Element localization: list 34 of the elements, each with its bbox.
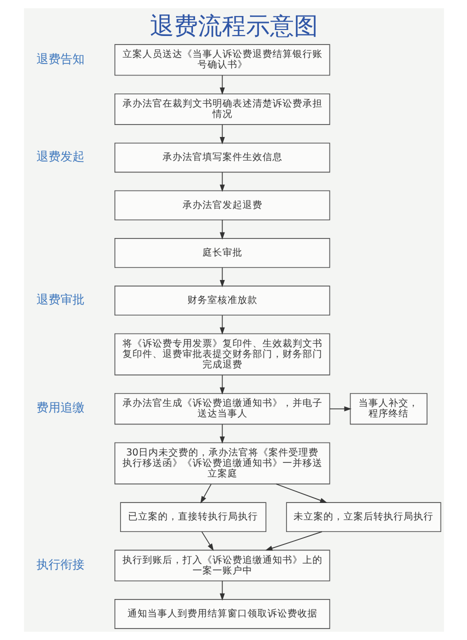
node-box: 执行到账后，打入《诉讼费追缴通知书》上的一案一账户中 [114,550,330,582]
node-box: 30日内未交费的，承办法官将《案件受理费执行移送函》《诉讼费追缴通知书》一并移送立案庭 [114,442,330,484]
arrow [200,484,212,504]
node-box: 将《诉讼费专用发票》复印件、生效裁判文书复印件、退费审批表提交财务部门，财务部门完成退费 [114,333,330,376]
node-box: 当事人补交，程序终结 [349,393,427,425]
arrow [219,74,224,95]
arrow [219,314,224,335]
node-box: 已立案的，直接转执行局执行 [120,502,266,532]
node-box: 财务室核准放款 [114,286,330,316]
node-box: 通知当事人到费用结算窗口领取诉讼费收据 [114,599,330,629]
node-box: 承办法官发起退费 [114,190,330,220]
node-box: 庭长审批 [114,238,330,268]
node-box: 立案人员送达《当事人诉讼费退费结算银行账号确认书》 [114,44,330,76]
node-box: 承办法官填写案件生效信息 [114,142,330,173]
arrow [328,406,352,412]
arrow [219,424,224,444]
node-box: 未立案的，立案后转执行局执行 [286,502,441,532]
arrow [219,220,224,240]
label: 费用追缴 [36,400,84,415]
node-box: 承办法官在裁判文书明确表述清楚诉讼费承担情况 [114,93,330,125]
node-box: 承办法官生成《诉讼费追缴通知书》，并电子送达当事人 [114,393,330,425]
label: 执行衔接 [36,557,84,572]
label: 退费发起 [36,149,84,164]
arrow [275,484,327,503]
arrow [200,531,214,551]
arrow [219,374,224,395]
arrow [264,531,322,551]
label: 退费审批 [36,292,84,306]
label: 退费告知 [36,52,84,66]
arrow [219,267,224,288]
arrow [219,580,224,601]
arrow [219,172,224,192]
arrow [219,124,224,144]
diagram-title: 退费流程示意图 [150,12,318,40]
